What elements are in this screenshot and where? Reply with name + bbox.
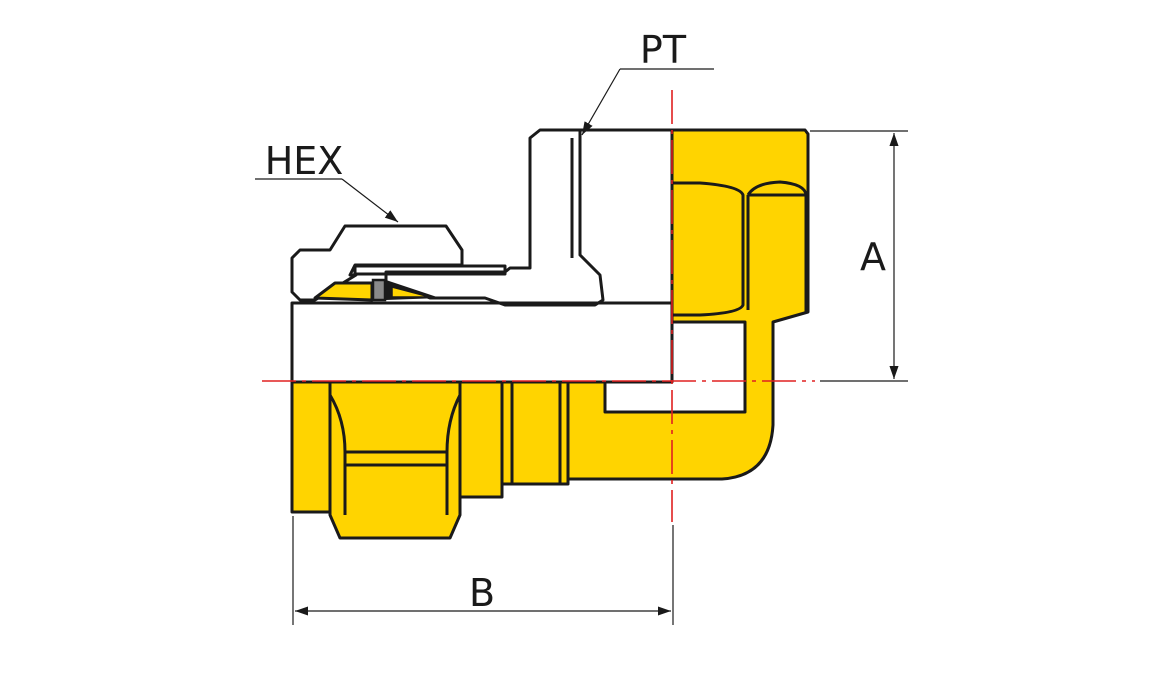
hex-callout: HEX: [255, 139, 399, 223]
dim-b-label: B: [469, 571, 495, 615]
pt-leader-line: [581, 68, 621, 136]
compression-nut: [328, 380, 462, 540]
body-section: [384, 128, 605, 307]
nut-hex-face: [328, 394, 462, 515]
seal-ring: [371, 278, 387, 302]
dim-a-label: A: [860, 235, 886, 279]
dimension-a: A: [810, 130, 908, 382]
body-neck: [458, 380, 504, 499]
tube-end: [290, 380, 334, 514]
dimension-b: B: [292, 516, 674, 625]
ferrule: [313, 281, 374, 302]
hex-label: HEX: [265, 139, 344, 183]
nut-body: [328, 380, 462, 540]
body-thread-relief: [353, 264, 507, 276]
tube-bore: [290, 301, 674, 384]
pt-label: PT: [640, 28, 687, 72]
hex-leader-line: [341, 178, 399, 223]
port-hex-flat-right: [746, 180, 808, 312]
port-hex-flat-left: [672, 181, 745, 317]
cutting-ring-edge: [391, 286, 431, 298]
pt-callout: PT: [581, 28, 714, 136]
